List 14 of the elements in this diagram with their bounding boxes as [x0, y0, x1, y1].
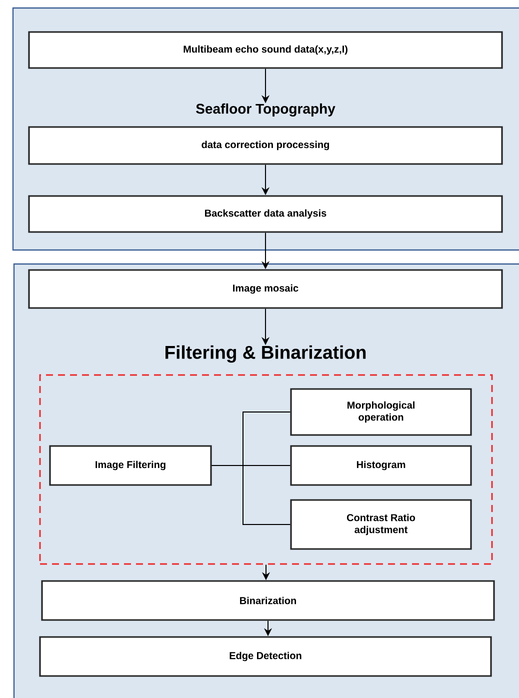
process-box: Image Filtering — [49, 445, 212, 486]
process-box: Contrast Ratio adjustment — [290, 499, 472, 550]
section-heading: Filtering & Binarization — [166, 345, 366, 363]
process-box: Morphological operation — [290, 388, 472, 436]
process-box: Backscatter data analysis — [28, 195, 503, 233]
process-box: Edge Detection — [39, 636, 492, 677]
connector-line — [211, 465, 291, 525]
process-box: Histogram — [290, 445, 472, 486]
process-box: data correction processing — [28, 126, 503, 165]
dashed-group-box — [39, 374, 493, 565]
process-box: Multibeam echo sound data(x,y,z,I) — [28, 31, 503, 69]
section-heading: Seafloor Topography — [196, 103, 336, 117]
process-box: Binarization — [41, 580, 495, 621]
process-box: Image mosaic — [28, 269, 503, 309]
